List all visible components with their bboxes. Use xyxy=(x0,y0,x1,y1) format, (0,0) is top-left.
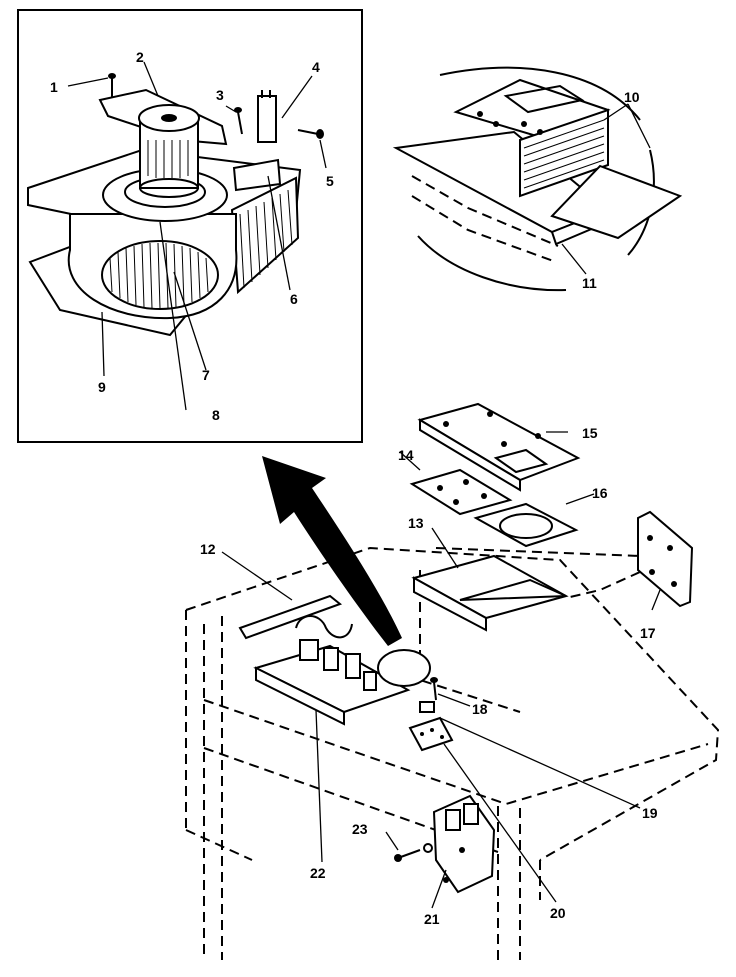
callout-16: 16 xyxy=(592,485,608,501)
blower-inset-panel xyxy=(17,9,363,443)
filter-media-hatching xyxy=(523,119,605,189)
callout-8: 8 xyxy=(212,407,220,423)
filter-leader-lines xyxy=(561,103,651,275)
callout-2: 2 xyxy=(136,49,144,65)
callout-12: 12 xyxy=(200,541,216,557)
callout-3: 3 xyxy=(216,87,224,103)
filter-detail-circle xyxy=(392,66,683,292)
blower-inset-leader-lines xyxy=(67,61,327,411)
callout-22: 22 xyxy=(310,865,326,881)
callout-6: 6 xyxy=(290,291,298,307)
callout-23: 23 xyxy=(352,821,368,837)
direction-arrow xyxy=(262,456,402,646)
callout-5: 5 xyxy=(326,173,334,189)
callout-19: 19 xyxy=(642,805,658,821)
callout-1: 1 xyxy=(50,79,58,95)
housing-grille-lines xyxy=(239,189,293,289)
callout-20: 20 xyxy=(550,905,566,921)
callout-7: 7 xyxy=(202,367,210,383)
callout-9: 9 xyxy=(98,379,106,395)
callout-10: 10 xyxy=(624,89,640,105)
callout-numbers: 1 2 3 4 5 6 7 8 9 10 11 12 13 14 15 16 1… xyxy=(50,49,658,927)
blower-assembly-drawing xyxy=(27,73,324,337)
main-cabinet-drawing xyxy=(185,402,720,960)
callout-15: 15 xyxy=(582,425,598,441)
callout-18: 18 xyxy=(472,701,488,717)
main-leader-lines xyxy=(221,431,661,909)
callout-4: 4 xyxy=(312,59,320,75)
callout-11: 11 xyxy=(582,275,597,291)
motor-vent-slots xyxy=(147,140,189,178)
callout-13: 13 xyxy=(408,515,424,531)
callout-17: 17 xyxy=(640,625,656,641)
callout-14: 14 xyxy=(398,447,414,463)
callout-21: 21 xyxy=(424,911,440,927)
